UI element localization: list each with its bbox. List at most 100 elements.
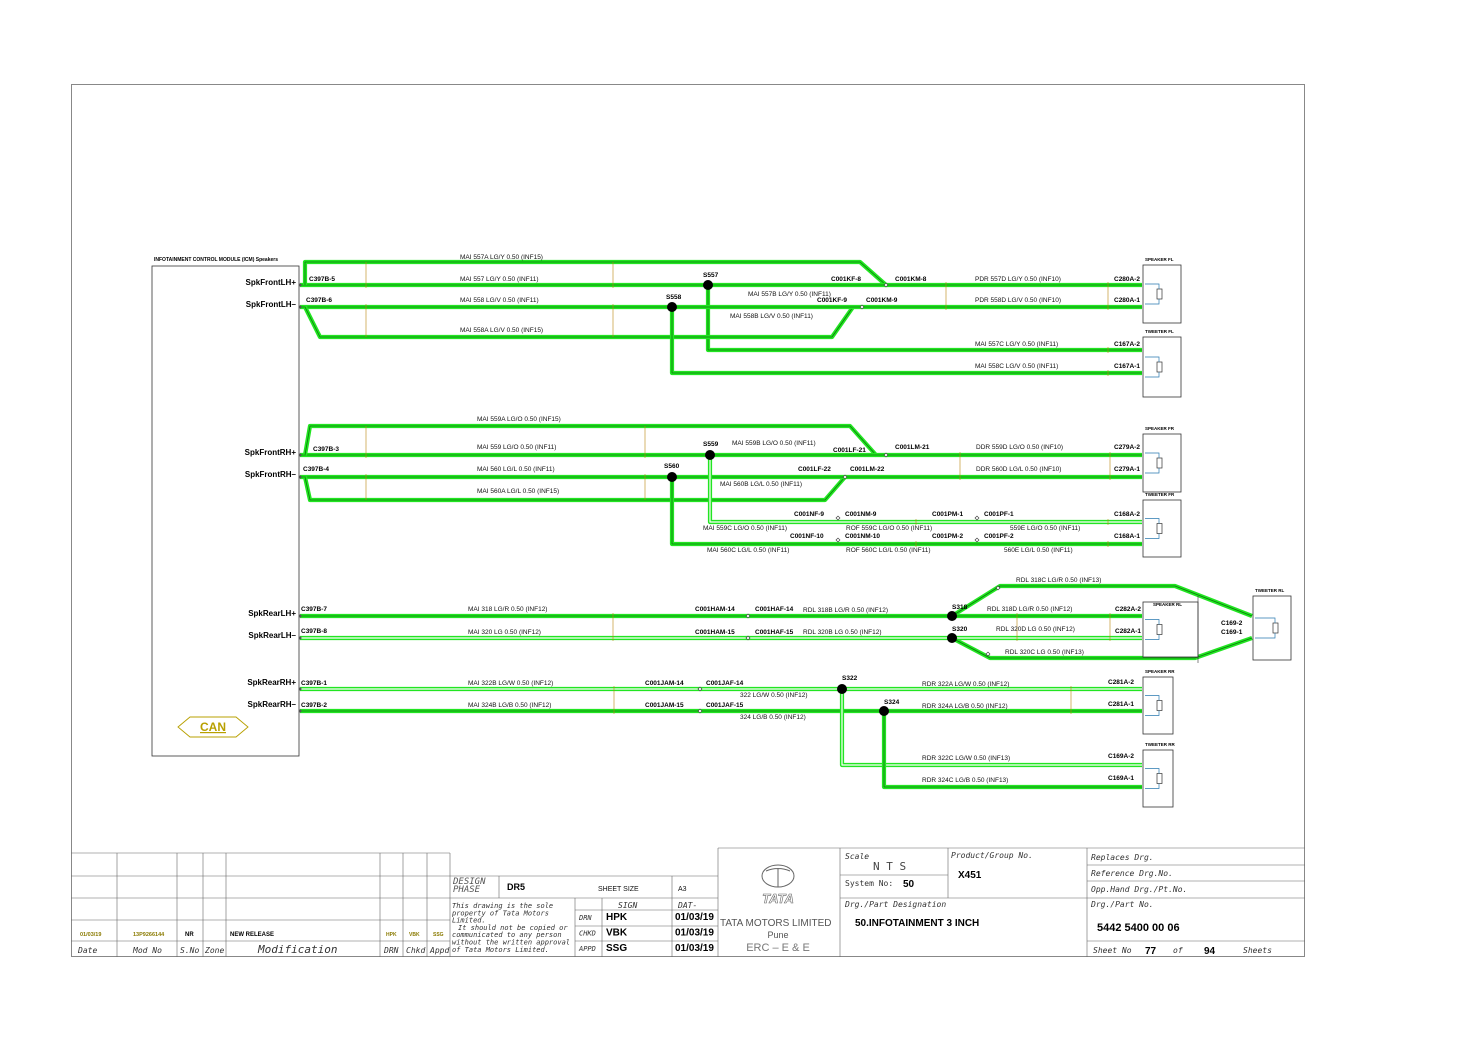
wire-557a-core <box>304 261 1142 286</box>
connector-3: C397B-4 <box>303 466 329 473</box>
connector-mark-icon <box>883 452 889 458</box>
scale-value: N T S <box>873 860 906 873</box>
pin-dot-icon <box>298 283 302 287</box>
splice-dot-icon <box>667 472 677 482</box>
connector-39: C169-1 <box>1221 629 1243 636</box>
tweeter-rr-symbol-icon <box>1156 773 1163 784</box>
connector-20: C279A-2 <box>1114 444 1140 451</box>
connector-19: C001LM-22 <box>850 466 885 473</box>
tweeter-fr-symbol-icon <box>1156 523 1163 534</box>
wire-label-19: MAI 560C LG/L 0.50 (INF11) <box>707 547 789 554</box>
wire-label-15: MAI 560B LG/L 0.50 (INF11) <box>720 481 802 488</box>
wire-label-22: 559E LG/O 0.50 (INF11) <box>1010 525 1080 532</box>
wire-560a-core <box>304 476 846 501</box>
wire-label-25: MAI 320 LG 0.50 (INF12) <box>468 629 541 636</box>
speaker-rl-symbol-icon <box>1156 624 1163 635</box>
connector-21: C279A-1 <box>1114 466 1140 473</box>
system-no: 50 <box>903 879 915 890</box>
product-group: X451 <box>958 870 982 881</box>
connector-7: C397B-2 <box>301 702 327 709</box>
icm-pin-labels: SpkFrontLH+SpkFrontLH–SpkFrontRH+SpkFron… <box>245 278 297 709</box>
wire-label-2: MAI 558 LG/V 0.50 (INF11) <box>460 297 539 304</box>
connector-mark-icon <box>974 515 980 521</box>
connector-46: C169A-2 <box>1108 753 1134 760</box>
tweeter-fl-terminal-icon <box>1145 356 1160 378</box>
connector-10: C001KM-8 <box>895 276 927 283</box>
wire-558c-core <box>671 307 1142 374</box>
connector-43: C001JAF-15 <box>706 702 744 709</box>
wire-558a <box>303 305 855 340</box>
role-label-0: DRN <box>578 914 592 922</box>
wire-label-18: MAI 559C LG/O 0.50 (INF11) <box>703 525 787 532</box>
connector-mark-icon <box>835 537 841 543</box>
icm-pin-3: SpkFrontRH– <box>245 470 297 479</box>
connector-mark-icon <box>995 585 1001 591</box>
wire-label-30: RDL 320D LG 0.50 (INF12) <box>996 626 1075 633</box>
connector-mark-icon <box>745 635 751 641</box>
wire-label-28: RDL 318C LG/R 0.50 (INF13) <box>1016 577 1101 584</box>
tweeter-rl-terminal-icon <box>1255 617 1276 639</box>
tata-logo-icon <box>761 864 795 888</box>
tweeter-fr-label: TWEETER FR <box>1145 492 1175 497</box>
wire-559c-stripe <box>709 455 1142 523</box>
wire-label-5: MAI 558B LG/V 0.50 (INF11) <box>730 313 813 320</box>
wire-label-0: MAI 557A LG/Y 0.50 (INF15) <box>460 254 543 261</box>
rev-modification: NEW RELEASE <box>230 932 274 938</box>
connector-mark-icon <box>745 613 751 619</box>
icm-pin-2: SpkFrontRH+ <box>245 448 297 457</box>
wire-label-39: RDR 324C LG/B 0.50 (INF13) <box>922 777 1008 784</box>
tweeter-rl-label: TWEETER RL <box>1255 588 1284 593</box>
pin-dot-icon <box>298 687 302 691</box>
drawing-frame <box>71 84 1305 957</box>
opp-hand-label: Opp.Hand Drg./Pt.No. <box>1091 885 1187 894</box>
product-group-label: Product/Group No. <box>951 851 1033 860</box>
splice-4: S318 <box>952 604 968 611</box>
role-date-1: 01/03/19 <box>675 928 714 939</box>
connector-32: C001HAM-14 <box>695 606 735 613</box>
sign-label: SIGN <box>618 901 637 910</box>
splice-5: S320 <box>952 626 968 633</box>
wire-label-11: MAI 559 LG/O 0.50 (INF11) <box>477 444 556 451</box>
splice-dot-icon <box>879 706 889 716</box>
rev-drn: HPK <box>386 932 397 938</box>
wire-324c-core <box>883 711 1142 788</box>
rev-date: 01/03/19 <box>80 932 101 938</box>
wire-320c-core <box>951 637 1253 659</box>
connector-11: C001KM-9 <box>866 297 898 304</box>
rev-chkd: VBK <box>409 932 420 938</box>
connector-mark-icon <box>842 474 848 480</box>
connector-35: C001HAF-15 <box>755 629 794 636</box>
wire-322c-stripe <box>841 689 1142 766</box>
wire-label-24: MAI 318 LG/R 0.50 (INF12) <box>468 606 547 613</box>
wire-label-16: DDR 559D LG/O 0.50 (INF10) <box>976 444 1063 451</box>
rev-appd: SSG <box>433 932 444 938</box>
rev-header-6: Chkd <box>406 946 425 955</box>
company-city: Pune <box>767 930 788 940</box>
connector-2: C397B-3 <box>313 446 339 453</box>
wire-label-4: MAI 557B LG/Y 0.50 (INF11) <box>748 291 831 298</box>
connector-8: C001KF-8 <box>831 276 861 283</box>
connector-23: C001NF-10 <box>790 533 824 540</box>
wire-label-14: MAI 560A LG/L 0.50 (INF15) <box>477 488 559 495</box>
wire-label-29: RDL 318D LG/R 0.50 (INF12) <box>987 606 1072 613</box>
connector-labels: C397B-5C397B-6C397B-3C397B-4C397B-7C397B… <box>301 276 1243 782</box>
connector-36: C282A-2 <box>1115 606 1141 613</box>
splice-dot-icon <box>947 633 957 643</box>
wire-label-27: RDL 320B LG 0.50 (INF12) <box>803 629 882 636</box>
icm-pin-5: SpkRearLH– <box>248 631 296 640</box>
icm-pin-1: SpkFrontLH– <box>246 300 297 309</box>
icm-module-box <box>151 265 300 757</box>
role-date-0: 01/03/19 <box>675 912 714 923</box>
wire-label-21: ROF 560C LG/L 0.50 (INF11) <box>846 547 931 554</box>
connector-17: C001LF-22 <box>798 466 831 473</box>
splice-7: S324 <box>884 699 900 706</box>
can-arrow-icon: CAN <box>177 716 249 738</box>
pin-dot-icon <box>298 614 302 618</box>
part-no: 5442 5400 00 06 <box>1097 922 1180 934</box>
wire-label-36: RDR 322A LG/W 0.50 (INF12) <box>922 681 1009 688</box>
connector-34: C001HAF-14 <box>755 606 794 613</box>
connector-40: C001JAM-14 <box>645 680 684 687</box>
designation: 50.INFOTAINMENT 3 INCH <box>855 918 979 929</box>
